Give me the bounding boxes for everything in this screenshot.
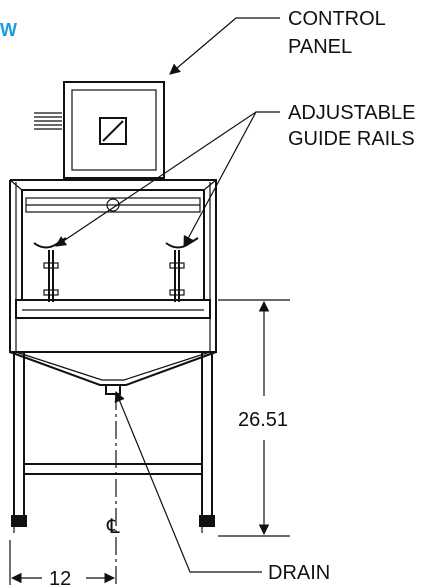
drain-leader — [114, 391, 262, 573]
guide-rail-right — [165, 237, 199, 302]
control-panel-label-line1: CONTROL — [288, 8, 386, 30]
centerline-symbol: ℄ — [106, 516, 120, 538]
view-label: W — [0, 20, 17, 40]
guide-rail-left — [33, 237, 67, 302]
vent-slots — [34, 112, 62, 130]
width-dimension — [9, 392, 117, 585]
stand-frame — [11, 352, 215, 533]
control-panel — [63, 81, 165, 179]
height-dimension-value: 26.51 — [238, 409, 288, 431]
drain-label: DRAIN — [268, 562, 330, 584]
cabinet-body — [9, 179, 217, 395]
height-dimension — [218, 299, 290, 537]
control-display-icon — [99, 117, 127, 145]
control-panel-label-line2: PANEL — [288, 36, 352, 58]
guide-rails-label-line1: ADJUSTABLE — [288, 102, 415, 124]
guide-rails-label-line2: GUIDE RAILS — [288, 128, 415, 150]
control-panel-leader — [169, 17, 280, 75]
guide-rails-leader-right — [183, 111, 257, 247]
drain-outlet — [105, 384, 121, 395]
width-dimension-value: 12 — [49, 568, 71, 585]
